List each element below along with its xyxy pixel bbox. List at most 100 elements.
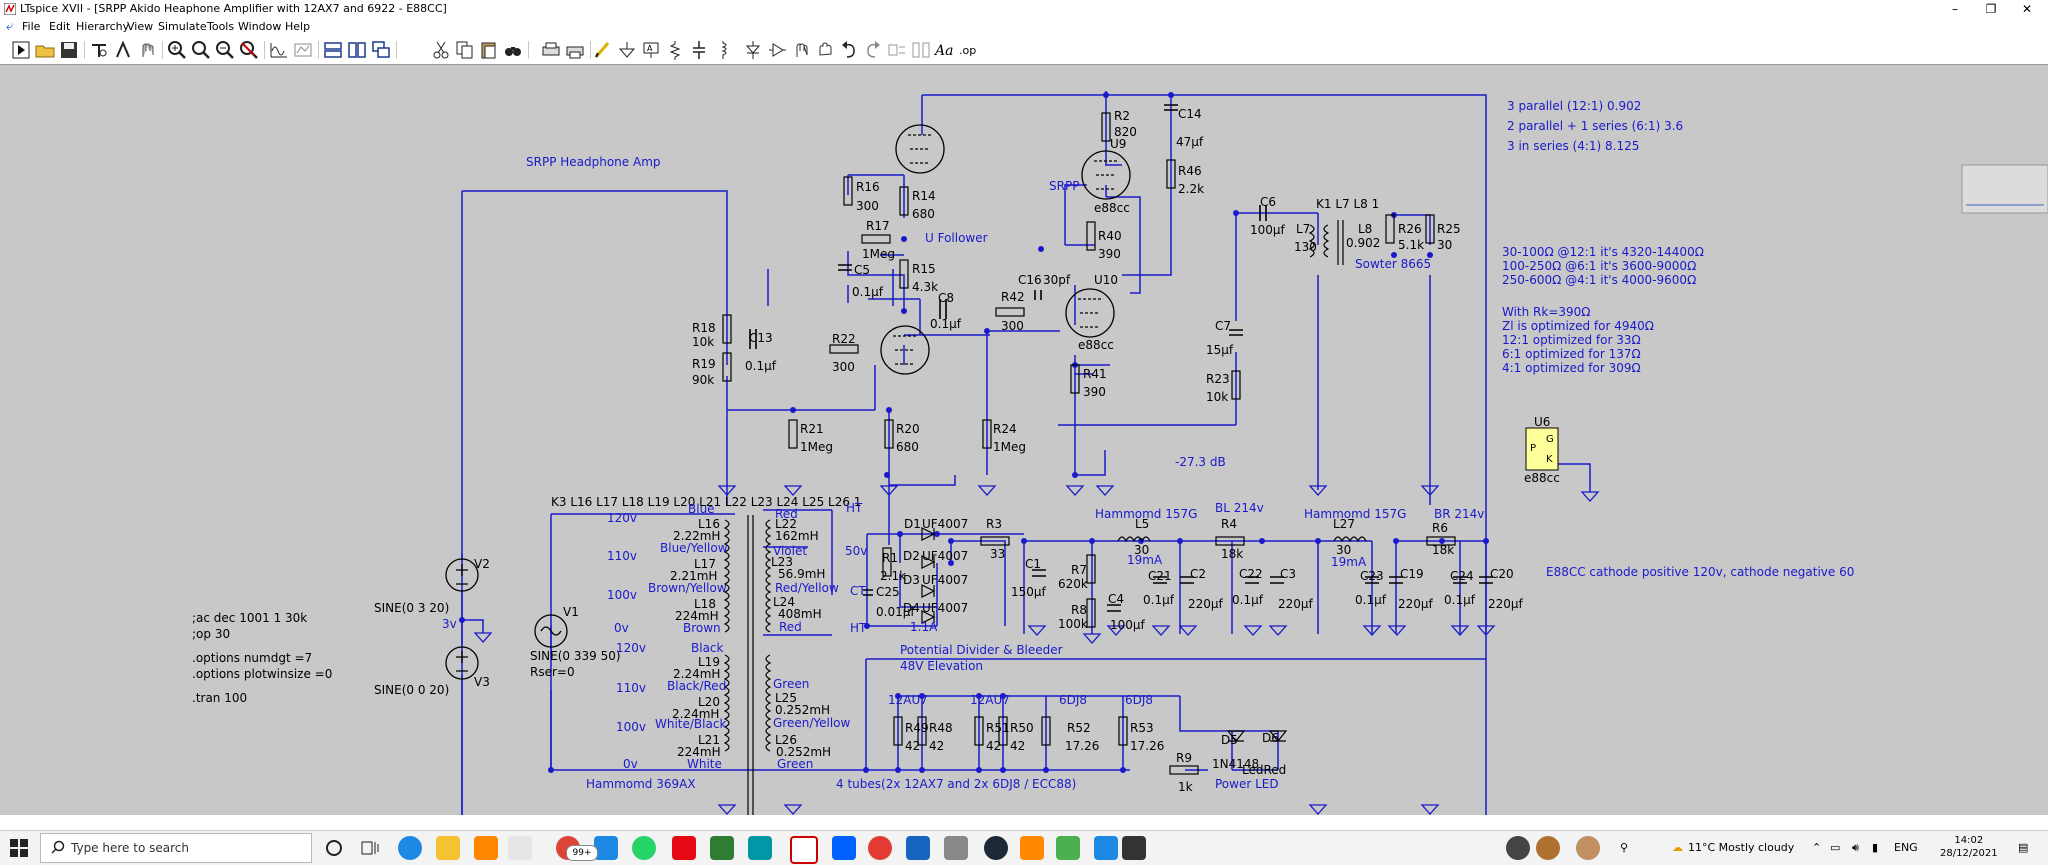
- file-explorer-icon[interactable]: [436, 836, 460, 860]
- heater-r50[interactable]: R50: [1010, 721, 1034, 735]
- psu-r8[interactable]: R8: [1071, 603, 1087, 617]
- part-c8[interactable]: C8: [938, 291, 955, 305]
- find-icon[interactable]: [502, 39, 524, 61]
- part-r46[interactable]: R46: [1178, 164, 1202, 178]
- maximize-button[interactable]: ❐: [1985, 2, 1997, 16]
- tray-icon-1[interactable]: [1506, 836, 1530, 860]
- heater-r49[interactable]: R49: [905, 721, 929, 735]
- part-r16[interactable]: R16: [856, 180, 880, 194]
- tray-arrow-icon[interactable]: ⌃: [1812, 841, 1822, 854]
- tx-l23[interactable]: L23: [771, 555, 793, 569]
- heater-r51[interactable]: R51: [986, 721, 1010, 735]
- notifications-icon[interactable]: ▤: [2018, 841, 2029, 854]
- ltspice-taskbar-icon[interactable]: [790, 836, 818, 864]
- part-l7[interactable]: L7: [1296, 222, 1311, 236]
- capacitor-icon[interactable]: [688, 39, 710, 61]
- zoom-in-icon[interactable]: [166, 39, 188, 61]
- part-r22[interactable]: R22: [832, 332, 856, 346]
- ground-icon[interactable]: [616, 39, 638, 61]
- back-arrow-icon[interactable]: ⤶: [6, 19, 14, 34]
- v1-rser[interactable]: Rser=0: [530, 665, 575, 679]
- cut-icon[interactable]: [430, 39, 452, 61]
- psu-d3[interactable]: D3: [903, 573, 920, 587]
- windows-start-icon[interactable]: [10, 839, 28, 857]
- dropbox-icon[interactable]: [832, 836, 856, 860]
- psu-d1[interactable]: D1: [904, 517, 921, 531]
- spice-line-4[interactable]: .options plotwinsize =0: [192, 667, 333, 681]
- run-sim-icon[interactable]: [112, 39, 134, 61]
- waveform-icon[interactable]: [268, 39, 290, 61]
- psu-r1[interactable]: R1: [882, 551, 898, 565]
- heater-r52[interactable]: R52: [1067, 721, 1091, 735]
- tx-l20[interactable]: L20: [698, 695, 720, 709]
- menu-simulate[interactable]: Simulate: [158, 20, 207, 33]
- run-icon[interactable]: [10, 39, 32, 61]
- open-folder-icon[interactable]: [34, 39, 56, 61]
- heater-r53[interactable]: R53: [1130, 721, 1154, 735]
- edge-icon[interactable]: [398, 836, 422, 860]
- tile-horizontal-icon[interactable]: [322, 39, 344, 61]
- volume-icon[interactable]: 🔊︎: [1852, 841, 1859, 854]
- part-r15[interactable]: R15: [912, 262, 936, 276]
- heater-r48[interactable]: R48: [929, 721, 953, 735]
- menu-edit[interactable]: Edit: [49, 20, 71, 33]
- psu-c22[interactable]: C22: [1239, 567, 1263, 581]
- psu-r6[interactable]: R6: [1432, 521, 1448, 535]
- network-icon[interactable]: ▭: [1830, 841, 1841, 854]
- psu-c24[interactable]: C24: [1450, 569, 1474, 583]
- halt-icon[interactable]: [136, 39, 158, 61]
- language-indicator[interactable]: ENG: [1894, 841, 1918, 854]
- menu-file[interactable]: File: [22, 20, 41, 33]
- psu-c19[interactable]: C19: [1400, 567, 1424, 581]
- tx-l16[interactable]: L16: [698, 517, 720, 531]
- part-r41[interactable]: R41: [1083, 367, 1107, 381]
- psu-c1[interactable]: C1: [1025, 557, 1042, 571]
- part-c16[interactable]: C16: [1018, 273, 1042, 287]
- copy-icon[interactable]: [454, 39, 476, 61]
- vlc-icon-2[interactable]: [1020, 836, 1044, 860]
- tray-icon-3[interactable]: [1576, 836, 1600, 860]
- tile-vertical-icon[interactable]: [346, 39, 368, 61]
- spice-line-2[interactable]: ;op 30: [192, 627, 231, 641]
- part-c13[interactable]: C13: [749, 331, 773, 345]
- tx-l19[interactable]: L19: [698, 655, 720, 669]
- taskbar-search-box[interactable]: Type here to search: [40, 833, 312, 863]
- part-r20[interactable]: R20: [896, 422, 920, 436]
- label-net-icon[interactable]: A: [640, 39, 662, 61]
- psu-c25[interactable]: C25: [876, 585, 900, 599]
- netflix-icon[interactable]: [672, 836, 696, 860]
- people-icon[interactable]: ⚲: [1620, 841, 1629, 854]
- print-setup-icon[interactable]: [540, 39, 562, 61]
- save-icon[interactable]: [58, 39, 80, 61]
- zoom-fit-icon[interactable]: [238, 39, 260, 61]
- spice-line-3[interactable]: .options numdgt =7: [192, 651, 313, 665]
- part-c6[interactable]: C6: [1260, 195, 1277, 209]
- part-r14[interactable]: R14: [912, 189, 936, 203]
- paste-icon[interactable]: [478, 39, 500, 61]
- battery-icon[interactable]: ▮: [1872, 841, 1879, 854]
- heater-d5[interactable]: D5: [1221, 733, 1238, 747]
- part-r26[interactable]: R26: [1398, 222, 1422, 236]
- part-c7[interactable]: C7: [1215, 319, 1232, 333]
- psu-c20[interactable]: C20: [1490, 567, 1514, 581]
- part-c5[interactable]: C5: [854, 263, 871, 277]
- v3-value[interactable]: SINE(0 0 20): [374, 683, 450, 697]
- move-hand-icon[interactable]: [790, 39, 812, 61]
- zoom-out-icon[interactable]: [214, 39, 236, 61]
- part-l8[interactable]: L8: [1358, 222, 1373, 236]
- psu-r3[interactable]: R3: [986, 517, 1002, 531]
- heater-d6[interactable]: D6: [1262, 731, 1279, 745]
- app-icon-9[interactable]: [1122, 836, 1146, 860]
- tx-l25[interactable]: L25: [775, 691, 797, 705]
- clock[interactable]: 14:02 28/12/2021: [1940, 834, 1998, 860]
- v2-name[interactable]: V2: [474, 557, 490, 571]
- steam-icon[interactable]: [984, 836, 1008, 860]
- minimize-button[interactable]: –: [1952, 2, 1958, 16]
- menu-help[interactable]: Help: [285, 20, 311, 33]
- tx-l26[interactable]: L26: [775, 733, 797, 747]
- control-panel-icon[interactable]: [88, 39, 110, 61]
- menu-window[interactable]: Window: [238, 20, 282, 33]
- menu-hierarchy[interactable]: Hierarchy: [76, 20, 130, 33]
- inductor-icon[interactable]: [712, 39, 734, 61]
- menu-view[interactable]: View: [127, 20, 154, 33]
